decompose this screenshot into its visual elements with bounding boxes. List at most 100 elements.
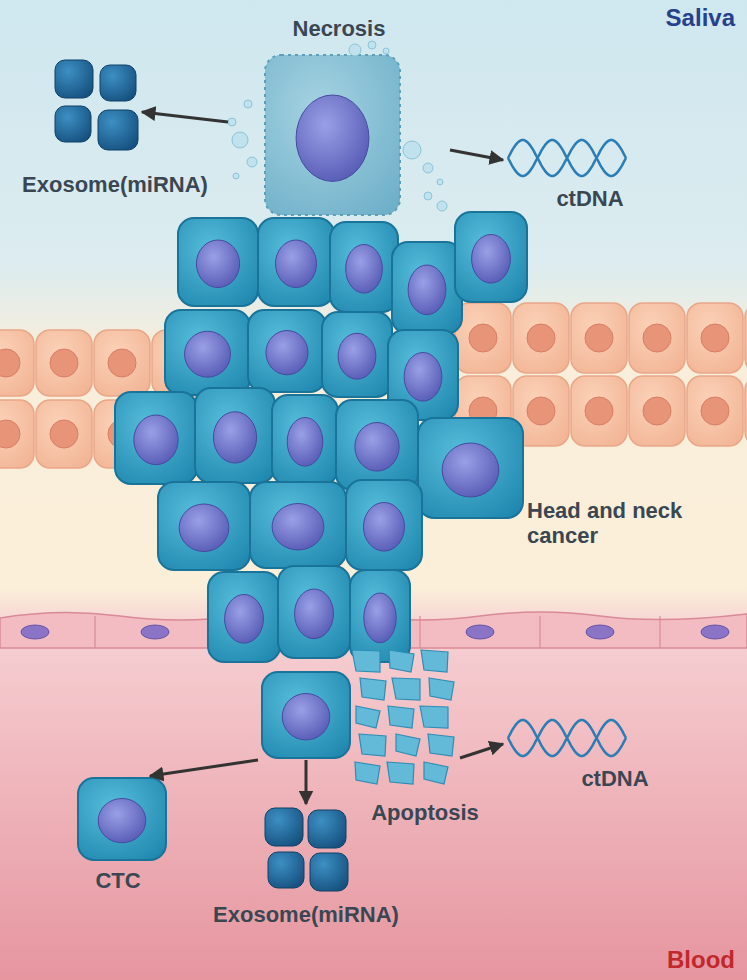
tumor-cell xyxy=(418,418,523,518)
tumor-cell xyxy=(336,400,418,490)
endothelial-nucleus xyxy=(21,625,49,639)
tumor-cell xyxy=(272,395,338,485)
apoptotic-fragment xyxy=(356,706,380,728)
epithelial-nucleus xyxy=(643,324,671,352)
dna-strand xyxy=(508,720,626,756)
epithelial-cell xyxy=(571,376,627,446)
epithelial-nucleus xyxy=(0,349,20,377)
vesicle-bubble xyxy=(424,192,432,200)
apoptosis-node: Apoptosis xyxy=(350,645,460,793)
tumor-cell xyxy=(455,212,527,302)
dna-strand xyxy=(508,140,626,176)
epithelial-cell xyxy=(687,376,743,446)
apoptotic-fragment xyxy=(387,762,414,784)
tumor-cell xyxy=(195,388,275,483)
endothelial-border xyxy=(419,616,420,648)
cell-nucleus xyxy=(225,595,264,644)
tumor-cell xyxy=(322,312,392,397)
vesicle-bubble xyxy=(437,179,443,185)
cell-nucleus xyxy=(296,95,369,181)
node-label: Necrosis xyxy=(293,16,386,41)
epithelial-cell xyxy=(455,303,511,373)
cell-nucleus xyxy=(442,443,499,497)
tumor-cell xyxy=(178,218,258,306)
tumor-cell xyxy=(258,218,334,306)
exosome-node: Exosome(miRNA) xyxy=(262,804,350,896)
apoptotic-fragment xyxy=(420,706,448,728)
arrow-connector xyxy=(150,760,258,776)
epithelial-cell xyxy=(513,303,569,373)
epithelial-nucleus xyxy=(585,397,613,425)
tumor-cell xyxy=(165,310,250,395)
epithelial-cell xyxy=(745,376,747,446)
node-label: Exosome(miRNA) xyxy=(22,172,208,197)
tumor-cell xyxy=(278,566,350,658)
cell-nucleus xyxy=(355,423,399,472)
cell-nucleus xyxy=(287,418,323,467)
endothelial-border xyxy=(539,616,540,648)
vesicle-bubble xyxy=(383,48,389,54)
exosome xyxy=(98,110,138,150)
cell-nucleus xyxy=(266,331,308,375)
apoptotic-fragment xyxy=(421,650,448,672)
cell-nucleus xyxy=(196,240,239,288)
ctdna-node: ctDNA xyxy=(503,716,628,762)
vesicle-bubble xyxy=(233,173,239,179)
epithelial-cell xyxy=(94,330,150,396)
apoptotic-fragment xyxy=(389,650,414,672)
vesicle-bubble xyxy=(423,163,433,173)
exosome xyxy=(265,808,303,846)
apoptotic-fragment xyxy=(388,706,414,728)
cell-nucleus xyxy=(282,694,330,740)
ctdna-node: ctDNA xyxy=(503,135,628,180)
epithelial-cell xyxy=(629,376,685,446)
circulating-tumor-cell xyxy=(78,778,166,860)
epithelial-cell xyxy=(745,303,747,373)
node-label: ctDNA xyxy=(581,766,648,791)
apoptotic-fragment xyxy=(396,734,420,756)
cell-nucleus xyxy=(272,503,324,549)
endothelial-nucleus xyxy=(466,625,494,639)
tumor-cell xyxy=(248,310,326,392)
released-particles xyxy=(55,41,626,891)
cell-nucleus xyxy=(295,589,334,639)
vesicle-bubble xyxy=(437,201,447,211)
dna-strand xyxy=(508,140,626,176)
tumor-node: Head and neck cancer xyxy=(112,212,530,760)
ctc-node: CTC xyxy=(76,776,168,862)
epithelial-cell xyxy=(571,303,627,373)
exosome xyxy=(55,106,91,142)
tumor-cell xyxy=(158,482,250,570)
dna-strand xyxy=(508,720,626,756)
cell-nucleus xyxy=(275,240,316,288)
cell-nucleus xyxy=(213,412,256,463)
epithelial-nucleus xyxy=(50,349,78,377)
apoptotic-fragment xyxy=(424,762,448,784)
apoptotic-fragment xyxy=(355,762,380,784)
epithelial-nucleus xyxy=(50,420,78,448)
tumor-cell xyxy=(346,480,422,570)
epithelial-nucleus xyxy=(527,324,555,352)
exosome xyxy=(310,853,348,891)
tumor xyxy=(115,55,527,758)
cell-nucleus xyxy=(134,415,178,465)
cell-nucleus xyxy=(363,503,404,552)
vesicle-bubble xyxy=(232,132,248,148)
necrotic-cell xyxy=(265,55,400,215)
tumor-cell xyxy=(330,222,398,312)
tumor-cell xyxy=(350,570,410,662)
cell-nucleus xyxy=(338,333,376,379)
apoptotic-fragment xyxy=(360,678,386,700)
epithelial-cell xyxy=(629,303,685,373)
vesicle-bubble xyxy=(368,41,376,49)
endothelial-border xyxy=(659,616,660,648)
exosome-node: Exosome(miRNA) xyxy=(50,56,142,150)
cell-nucleus xyxy=(364,593,396,643)
epithelial-cell xyxy=(36,330,92,396)
region-label: Blood xyxy=(667,946,735,974)
